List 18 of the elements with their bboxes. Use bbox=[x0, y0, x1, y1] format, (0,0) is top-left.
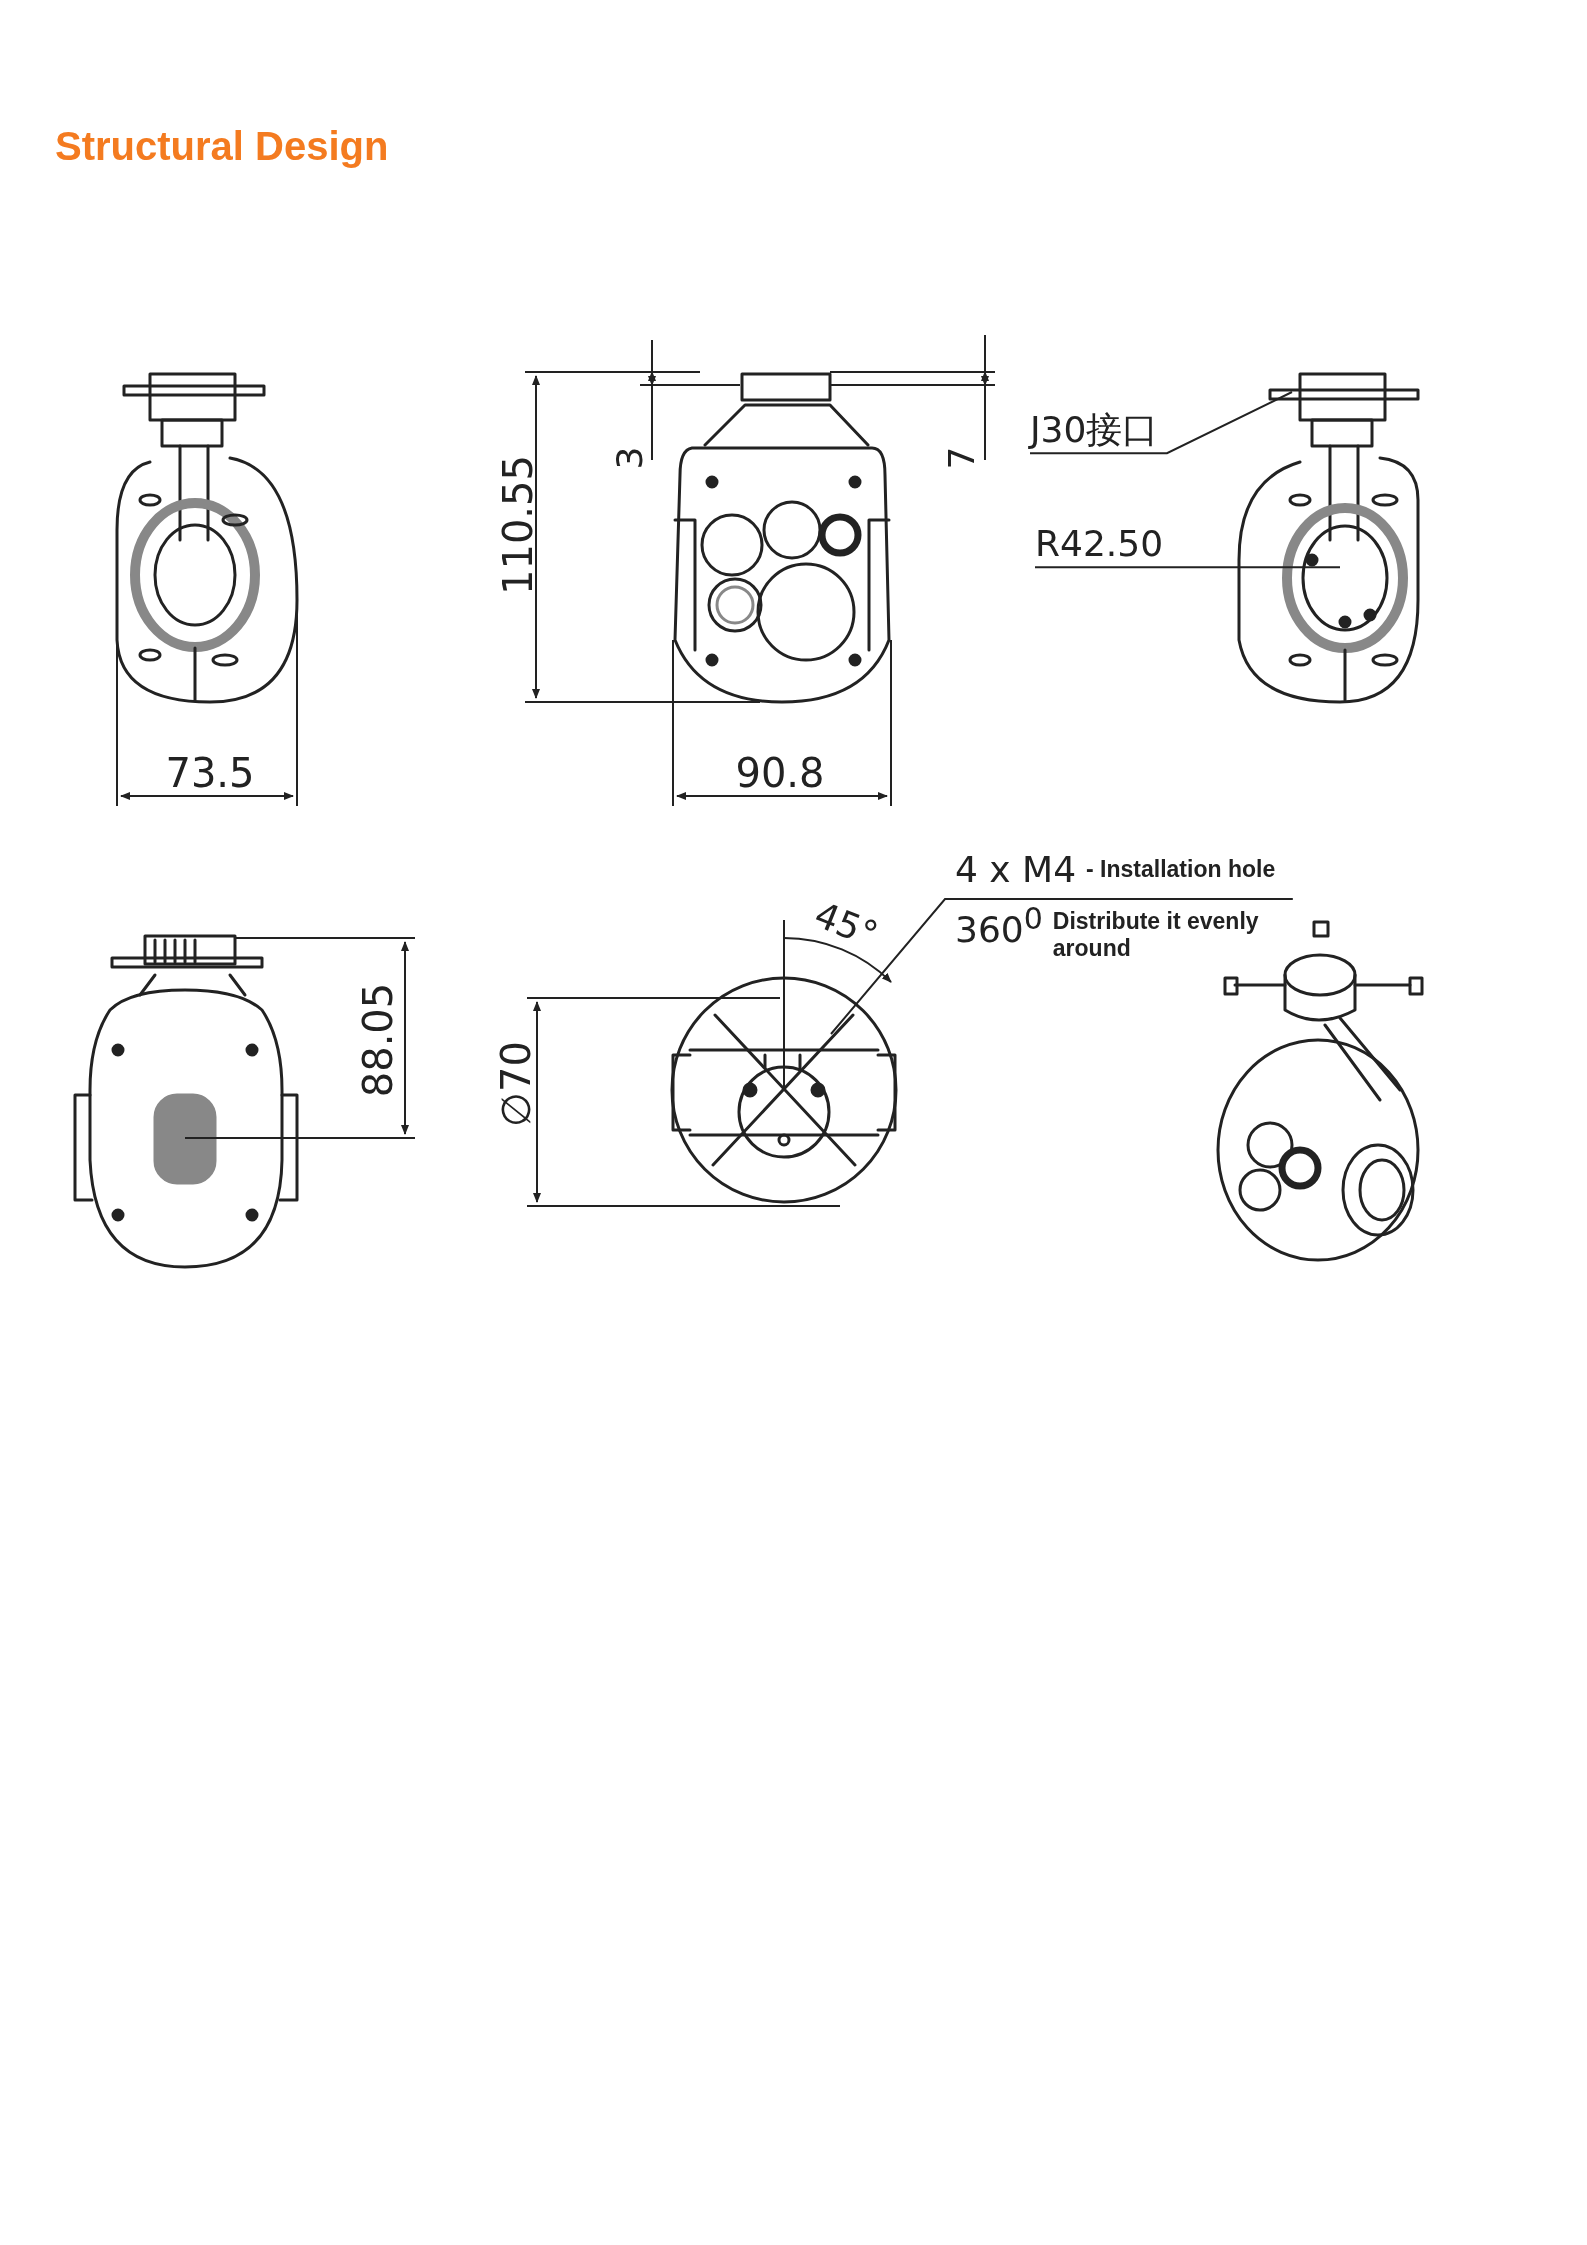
leader-line bbox=[1029, 391, 1293, 455]
dimension-label: 45° bbox=[809, 896, 883, 954]
callout-number: 4 x M4 bbox=[955, 850, 1077, 890]
callout-label: J30接口 bbox=[1030, 408, 1159, 452]
dimension-label: ∅70 bbox=[496, 1041, 536, 1127]
leader-line bbox=[830, 898, 1294, 1035]
note-text: Distribute it evenly around bbox=[1052, 906, 1260, 963]
dimension-label: 3 bbox=[612, 446, 648, 470]
callout-label: R42.50 bbox=[1035, 522, 1164, 566]
dimension-label: 110.55 bbox=[498, 455, 538, 595]
note-text: - Installation hole bbox=[1086, 855, 1277, 884]
dimension-label: 88.05 bbox=[358, 982, 398, 1098]
callout-number: 360$^{0}$ bbox=[955, 901, 1043, 950]
heading: Structural Design bbox=[55, 124, 389, 169]
dimension-label: 73.5 bbox=[165, 753, 255, 793]
dimension-label: 90.8 bbox=[735, 753, 825, 793]
leader-line bbox=[1034, 566, 1341, 569]
dimension-label: 7 bbox=[944, 446, 980, 470]
